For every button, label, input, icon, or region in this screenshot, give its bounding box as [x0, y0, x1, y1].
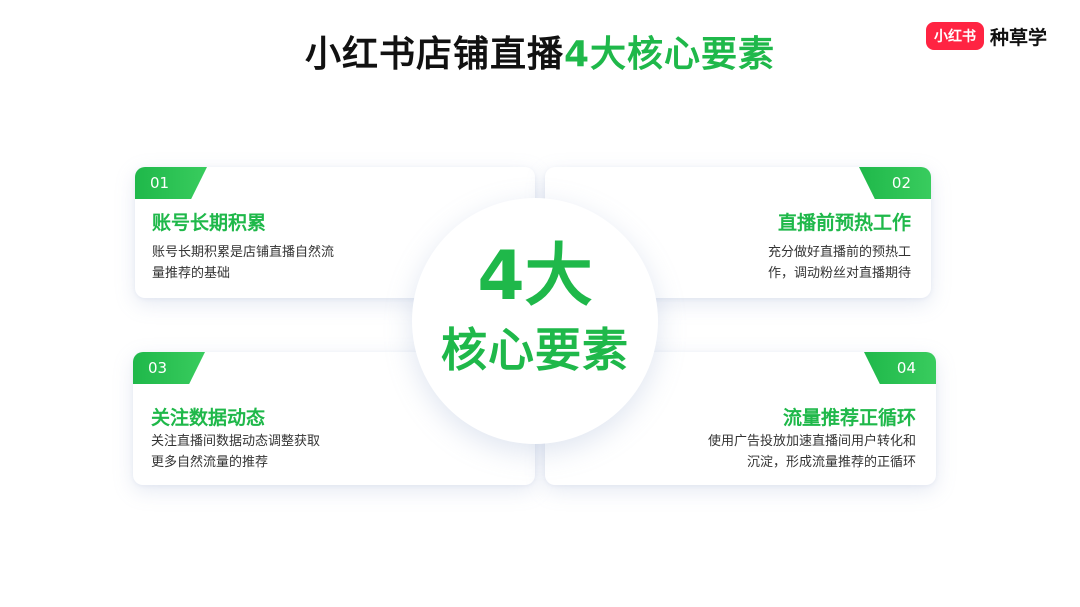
brand-logo: 小红书 种草学 [926, 22, 1047, 50]
card-number-tab: 03 [133, 352, 205, 384]
title-main: 小红书店铺直播 [304, 34, 564, 75]
card-number-tab: 04 [864, 352, 936, 384]
card-number-tab: 01 [135, 167, 207, 199]
card-title: 账号长期积累 [152, 212, 267, 234]
card-title: 关注数据动态 [151, 407, 266, 429]
center-count: 4大 [477, 237, 593, 316]
card-description: 充分做好直播前的预热工作，调动粉丝对直播期待 [767, 245, 911, 281]
card-title: 直播前预热工作 [777, 212, 911, 234]
card-description: 使用广告投放加速直播间用户转化和沉淀，形成流量推荐的正循环 [707, 434, 916, 470]
card-description: 关注直播间数据动态调整获取更多自然流量的推荐 [151, 434, 321, 470]
xiaohongshu-logo-badge: 小红书 [926, 22, 984, 50]
card-description: 账号长期积累是店铺直播自然流量推荐的基础 [152, 245, 335, 281]
center-circle: 4大 核心要素 [412, 198, 658, 444]
card-number-tab: 02 [859, 167, 931, 199]
page-title: 小红书店铺直播4大核心要素 [0, 30, 1080, 80]
center-label: 核心要素 [441, 323, 629, 377]
title-accent: 4大核心要素 [563, 34, 776, 75]
logo-text: 种草学 [990, 26, 1048, 49]
card-title: 流量推荐正循环 [782, 407, 916, 429]
